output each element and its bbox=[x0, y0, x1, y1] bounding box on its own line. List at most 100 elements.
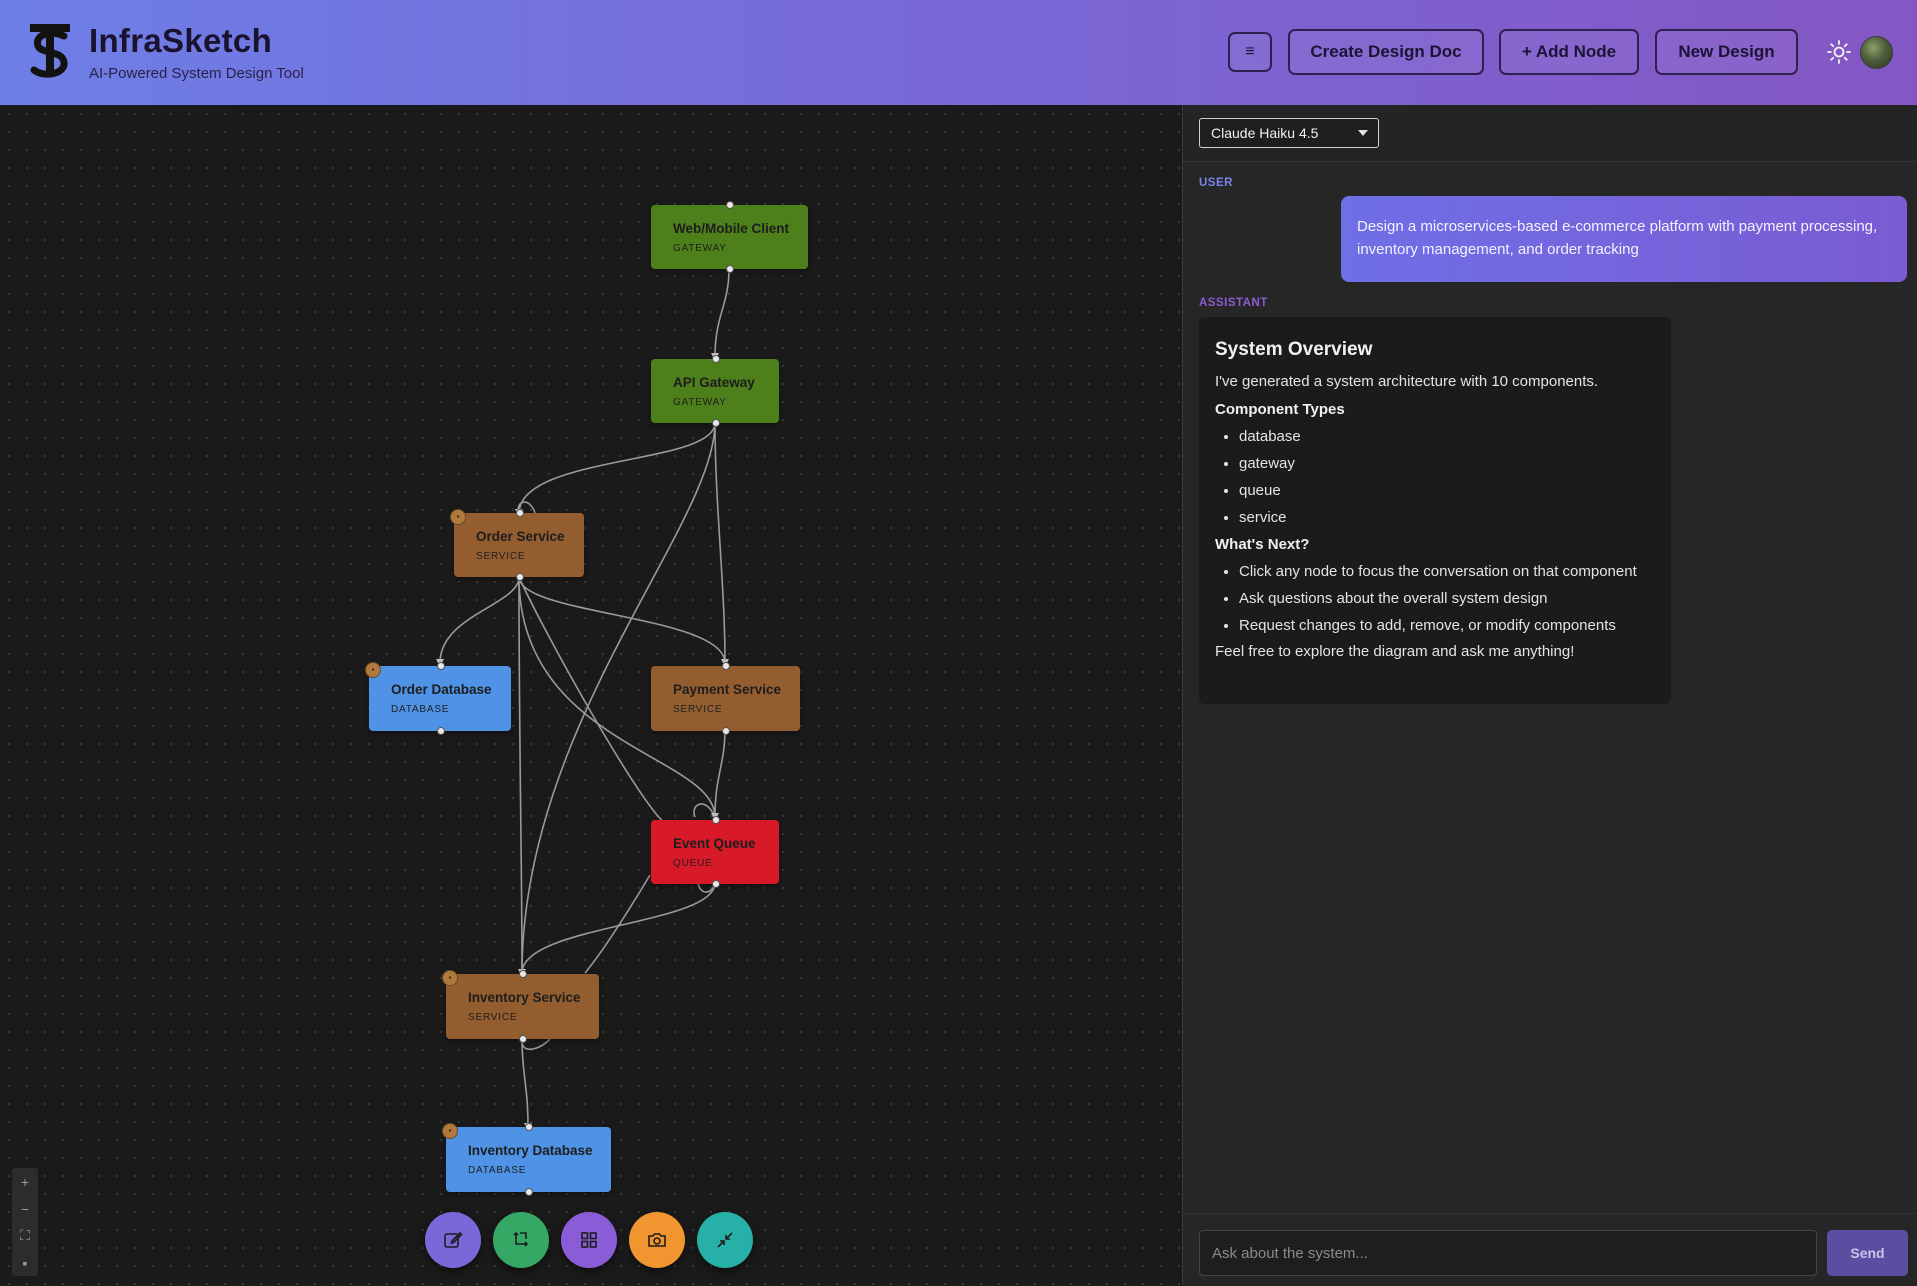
app-subtitle: AI-Powered System Design Tool bbox=[89, 65, 304, 82]
edge-queue-inventory-b bbox=[584, 874, 651, 974]
node-inventory-service[interactable]: ▪ Inventory Service SERVICE bbox=[442, 970, 599, 1043]
assistant-message: System Overview I've generated a system … bbox=[1199, 317, 1671, 704]
list-item: Request changes to add, remove, or modif… bbox=[1239, 612, 1655, 639]
node-handle-top[interactable] bbox=[726, 201, 734, 209]
types-heading: Component Types bbox=[1215, 401, 1345, 418]
zoom-in-button[interactable]: + bbox=[20, 1173, 30, 1190]
node-handle-bottom[interactable] bbox=[525, 1188, 533, 1196]
node-label: Payment Service bbox=[673, 682, 782, 697]
list-item: queue bbox=[1239, 477, 1655, 504]
chat-input[interactable] bbox=[1199, 1230, 1817, 1276]
app-header: InfraSketch AI-Powered System Design Too… bbox=[0, 0, 1917, 105]
camera-icon bbox=[648, 1233, 666, 1247]
node-handle-top[interactable] bbox=[712, 816, 720, 824]
node-type: QUEUE bbox=[673, 858, 713, 869]
model-bar: Claude Haiku 4.5 bbox=[1183, 105, 1917, 162]
edge-order-inventory bbox=[518, 576, 523, 974]
fit-view-button[interactable]: ⛶ bbox=[20, 1227, 30, 1243]
node-type: DATABASE bbox=[391, 704, 450, 715]
node-handle-bottom[interactable] bbox=[712, 880, 720, 888]
avatar[interactable] bbox=[1860, 36, 1893, 69]
node-label: API Gateway bbox=[673, 375, 755, 390]
closing-text: Feel free to explore the diagram and ask… bbox=[1215, 643, 1575, 660]
new-design-button[interactable]: New Design bbox=[1655, 29, 1798, 75]
chevron-down-icon bbox=[1358, 130, 1368, 136]
edge-api-inventory bbox=[521, 422, 716, 974]
list-item: database bbox=[1239, 423, 1655, 450]
next-heading: What's Next? bbox=[1215, 536, 1310, 553]
menu-button[interactable]: ≡ bbox=[1228, 32, 1272, 72]
node-handle-top[interactable] bbox=[437, 662, 445, 670]
app-title: InfraSketch bbox=[89, 22, 273, 59]
package-icon: ▪ bbox=[442, 970, 458, 986]
node-type: SERVICE bbox=[468, 1012, 518, 1023]
node-label: Inventory Service bbox=[468, 990, 581, 1005]
list-item: Ask questions about the overall system d… bbox=[1239, 585, 1655, 612]
diagram-canvas[interactable]: Web/Mobile Client GATEWAY API Gateway GA… bbox=[0, 105, 1182, 1285]
node-handle-bottom[interactable] bbox=[712, 419, 720, 427]
edge-queue-loop bbox=[693, 803, 716, 818]
model-select-value: Claude Haiku 4.5 bbox=[1211, 125, 1319, 141]
node-label: Web/Mobile Client bbox=[673, 221, 790, 236]
list-item: gateway bbox=[1239, 450, 1655, 477]
sun-icon[interactable] bbox=[1826, 39, 1852, 65]
next-list: Click any node to focus the conversation… bbox=[1215, 558, 1655, 639]
edit-button[interactable] bbox=[425, 1212, 481, 1268]
add-node-button[interactable]: + Add Node bbox=[1499, 29, 1639, 75]
node-handle-top[interactable] bbox=[525, 1123, 533, 1131]
node-handle-top[interactable] bbox=[712, 355, 720, 363]
edge-order-queue-a bbox=[518, 576, 666, 824]
node-handle-bottom[interactable] bbox=[726, 265, 734, 273]
node-web-mobile-client[interactable]: Web/Mobile Client GATEWAY bbox=[651, 201, 808, 273]
zoom-out-button[interactable]: − bbox=[20, 1200, 30, 1217]
lock-icon[interactable]: ▪ bbox=[22, 1254, 28, 1271]
create-design-doc-button[interactable]: Create Design Doc bbox=[1288, 29, 1484, 75]
auto-layout-button[interactable] bbox=[493, 1212, 549, 1268]
node-handle-top[interactable] bbox=[519, 970, 527, 978]
layout-arrows-icon bbox=[513, 1231, 529, 1247]
edge-inventory-invdb bbox=[521, 1038, 529, 1128]
edge-api-order bbox=[518, 422, 716, 514]
zoom-controls: + − ⛶ ▪ bbox=[12, 1168, 38, 1276]
edit-icon bbox=[444, 1231, 463, 1248]
edge-payment-queue bbox=[714, 728, 726, 818]
list-item: service bbox=[1239, 504, 1655, 531]
edge-order-queue-b bbox=[518, 576, 716, 818]
screenshot-button[interactable] bbox=[629, 1212, 685, 1268]
diagram-edges bbox=[436, 268, 730, 1131]
node-label: Order Service bbox=[476, 529, 565, 544]
overview-heading: System Overview bbox=[1215, 339, 1373, 360]
node-type: GATEWAY bbox=[673, 397, 727, 408]
node-payment-service[interactable]: Payment Service SERVICE bbox=[651, 662, 800, 735]
edge-queue-inventory bbox=[521, 882, 716, 974]
node-order-service[interactable]: ▪ Order Service SERVICE bbox=[450, 509, 584, 581]
node-event-queue[interactable]: Event Queue QUEUE bbox=[651, 816, 779, 888]
edge-order-payment bbox=[518, 576, 726, 664]
node-order-database[interactable]: ▪ Order Database DATABASE bbox=[365, 662, 511, 735]
node-handle-top[interactable] bbox=[722, 662, 730, 670]
node-api-gateway[interactable]: API Gateway GATEWAY bbox=[651, 355, 779, 427]
node-handle-top[interactable] bbox=[516, 509, 524, 517]
node-handle-bottom[interactable] bbox=[722, 727, 730, 735]
assistant-role-label: ASSISTANT bbox=[1199, 297, 1268, 309]
grid-button[interactable] bbox=[561, 1212, 617, 1268]
node-handle-bottom[interactable] bbox=[519, 1035, 527, 1043]
node-handle-bottom[interactable] bbox=[516, 573, 524, 581]
node-inventory-database[interactable]: ▪ Inventory Database DATABASE bbox=[442, 1123, 611, 1196]
model-select[interactable]: Claude Haiku 4.5 bbox=[1199, 118, 1379, 148]
package-icon: ▪ bbox=[450, 509, 466, 525]
node-handle-bottom[interactable] bbox=[437, 727, 445, 735]
edge-api-payment bbox=[714, 422, 726, 664]
edge-order-orderdb bbox=[439, 576, 520, 664]
node-type: GATEWAY bbox=[673, 243, 727, 254]
package-icon: ▪ bbox=[442, 1123, 458, 1139]
collapse-button[interactable] bbox=[697, 1212, 753, 1268]
node-label: Event Queue bbox=[673, 836, 756, 851]
send-button[interactable]: Send bbox=[1827, 1230, 1908, 1276]
overview-intro: I've generated a system architecture wit… bbox=[1215, 373, 1599, 390]
grid-icon bbox=[581, 1232, 597, 1248]
node-type: DATABASE bbox=[468, 1165, 527, 1176]
node-type: SERVICE bbox=[476, 551, 526, 562]
node-label: Order Database bbox=[391, 682, 492, 697]
logo-icon bbox=[30, 24, 70, 78]
